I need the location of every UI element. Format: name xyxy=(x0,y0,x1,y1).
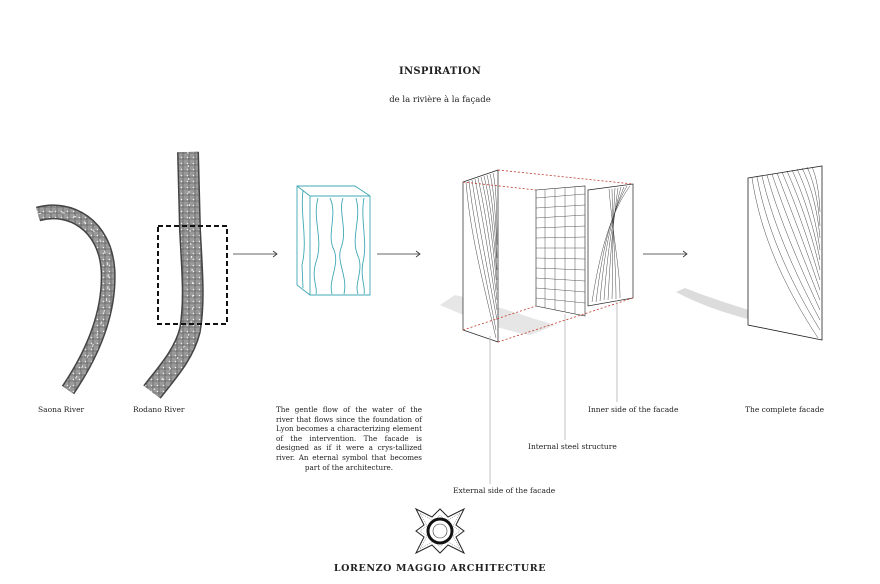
exploded-facade-assembly xyxy=(440,169,634,343)
inner-side-label: Inner side of the facade xyxy=(588,405,679,414)
rodano-river-map xyxy=(143,151,204,399)
saona-river-label: Saona River xyxy=(38,405,85,414)
complete-facade xyxy=(676,165,823,341)
internal-steel-label: Internal steel structure xyxy=(528,442,617,451)
leader-lines xyxy=(489,300,618,484)
rodano-river-label: Rodano River xyxy=(133,405,185,414)
external-side-label: External side of the facade xyxy=(453,486,556,495)
brand-logo-icon xyxy=(414,507,466,555)
arrow-right-icon xyxy=(233,250,278,258)
page-title: INSPIRATION xyxy=(398,66,482,77)
arrow-right-icon xyxy=(377,250,421,258)
complete-facade-label: The complete facade xyxy=(745,405,825,414)
arrow-right-icon xyxy=(643,250,688,258)
brand-name: LORENZO MAGGIO ARCHITECTURE xyxy=(333,563,547,574)
crystallized-river-block xyxy=(296,185,371,296)
page-subtitle: de la rivière à la façade xyxy=(389,95,491,105)
selection-box xyxy=(157,225,228,325)
concept-description: The gentle flow of the water of the rive… xyxy=(276,405,422,472)
saona-river-map xyxy=(35,204,116,395)
